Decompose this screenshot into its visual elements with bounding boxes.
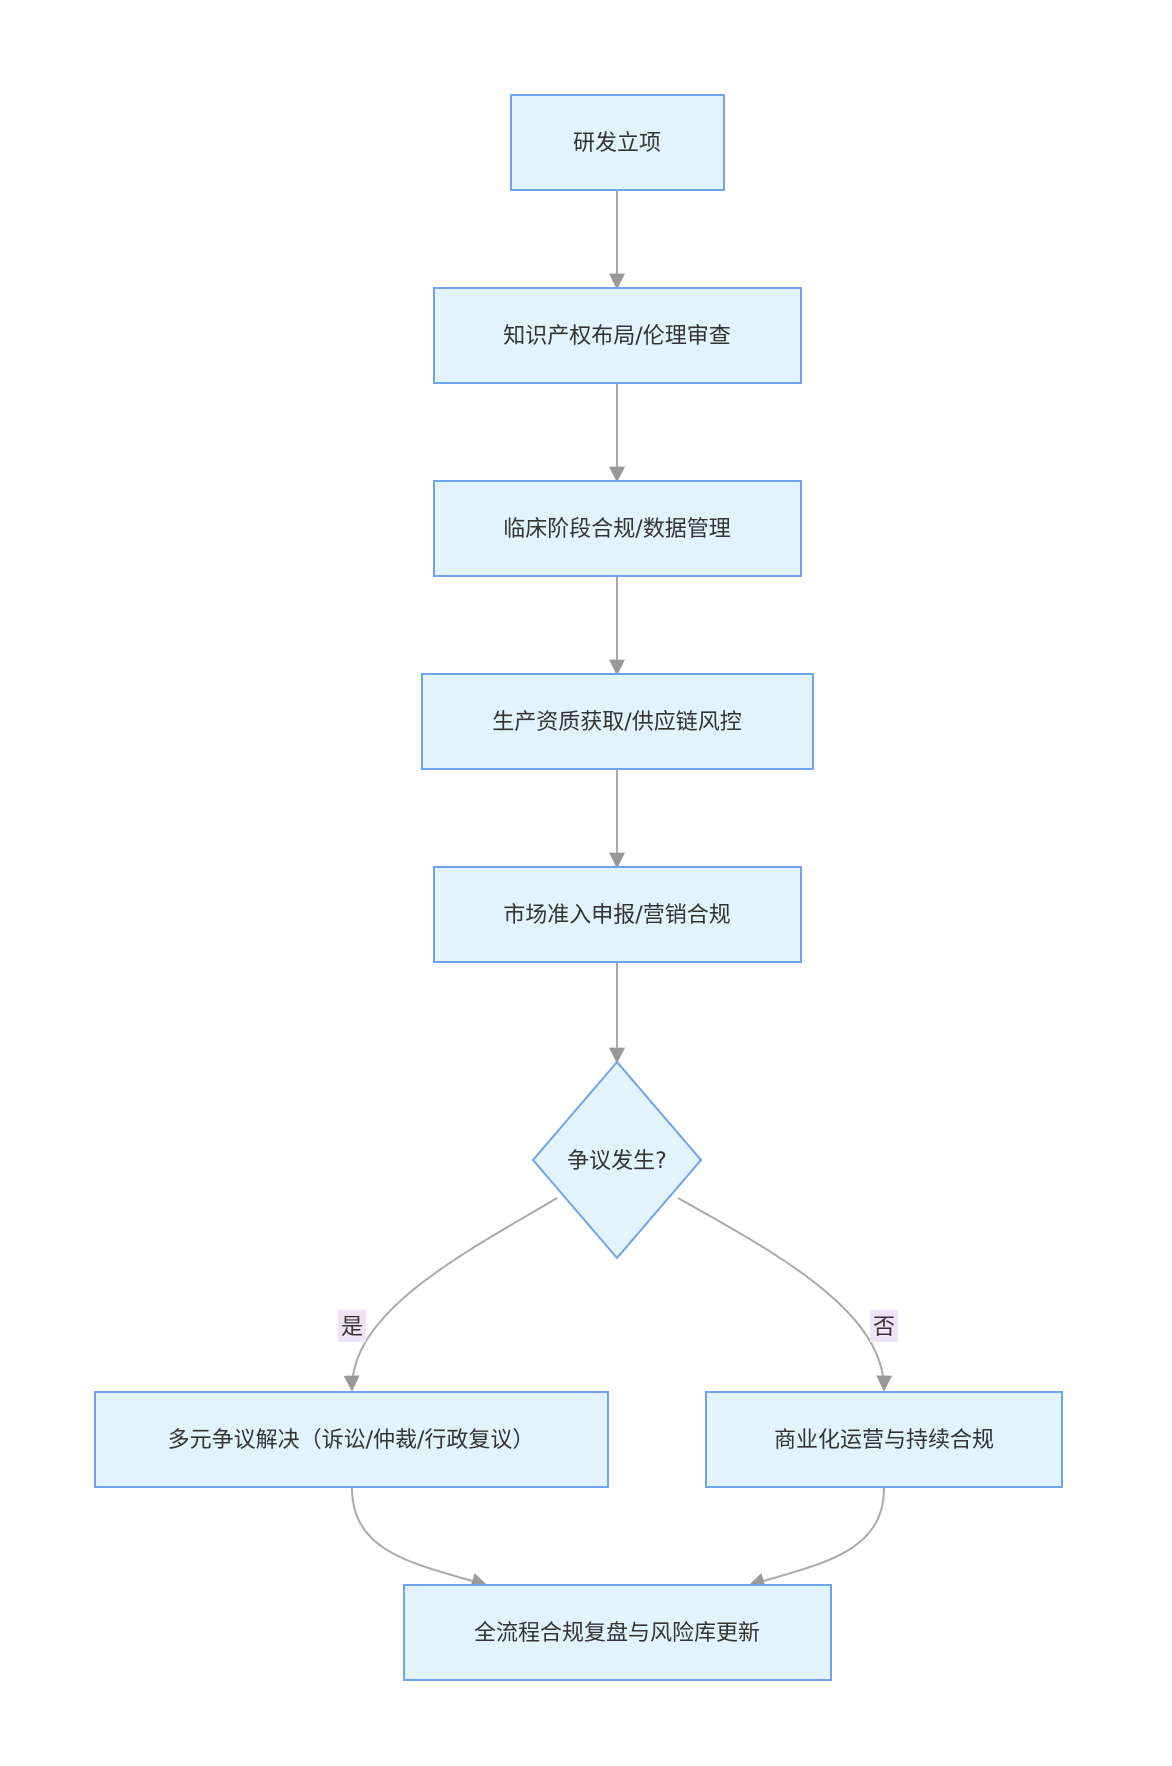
node-n6-label: 争议发生? — [567, 1149, 667, 1174]
node-n2[interactable]: 知识产权布局/伦理审查 — [433, 287, 802, 384]
edge-label-yes-bg — [338, 1310, 366, 1342]
edge-label-no-text: 否 — [873, 1315, 895, 1340]
node-n8-box — [705, 1391, 1063, 1488]
edge-n6-n7 — [343, 1197, 558, 1392]
node-n8-label: 商业化运营与持续合规 — [774, 1428, 994, 1453]
node-n2-label: 知识产权布局/伦理审查 — [503, 324, 730, 349]
node-n2-box — [433, 287, 802, 384]
node-n1-label: 研发立项 — [573, 131, 661, 156]
node-n5-box — [433, 866, 802, 963]
node-n1[interactable]: 研发立项 — [510, 94, 725, 191]
node-n1-box — [510, 94, 725, 191]
node-n6-diamond — [531, 1060, 703, 1260]
node-n3-box — [433, 480, 802, 577]
edge-label-yes-text: 是 — [341, 1315, 363, 1340]
node-n4-label: 生产资质获取/供应链风控 — [492, 710, 741, 735]
node-n4-box — [421, 673, 814, 770]
edges — [343, 190, 893, 1589]
node-n3-label: 临床阶段合规/数据管理 — [503, 517, 730, 542]
edge-n8-n9 — [748, 1487, 885, 1589]
edge-label-no: 否 — [870, 1310, 898, 1342]
edge-n7-n9 — [351, 1487, 488, 1589]
node-n8[interactable]: 商业化运营与持续合规 — [705, 1391, 1063, 1488]
edge-label-yes: 是 — [338, 1310, 366, 1342]
edge-n6-n8 — [677, 1197, 893, 1392]
node-n5-label: 市场准入申报/营销合规 — [503, 903, 730, 928]
node-n7-label: 多元争议解决（诉讼/仲裁/行政复议） — [168, 1428, 535, 1453]
node-n9[interactable]: 全流程合规复盘与风险库更新 — [403, 1584, 832, 1681]
node-n3[interactable]: 临床阶段合规/数据管理 — [433, 480, 802, 577]
node-n9-label: 全流程合规复盘与风险库更新 — [474, 1621, 760, 1646]
edge-label-no-bg — [870, 1310, 898, 1342]
node-n9-box — [403, 1584, 832, 1681]
node-n4[interactable]: 生产资质获取/供应链风控 — [421, 673, 814, 770]
node-n7-box — [94, 1391, 609, 1488]
node-n7[interactable]: 多元争议解决（诉讼/仲裁/行政复议） — [94, 1391, 609, 1488]
node-n6[interactable]: 争议发生? — [531, 1060, 703, 1260]
node-n5[interactable]: 市场准入申报/营销合规 — [433, 866, 802, 963]
